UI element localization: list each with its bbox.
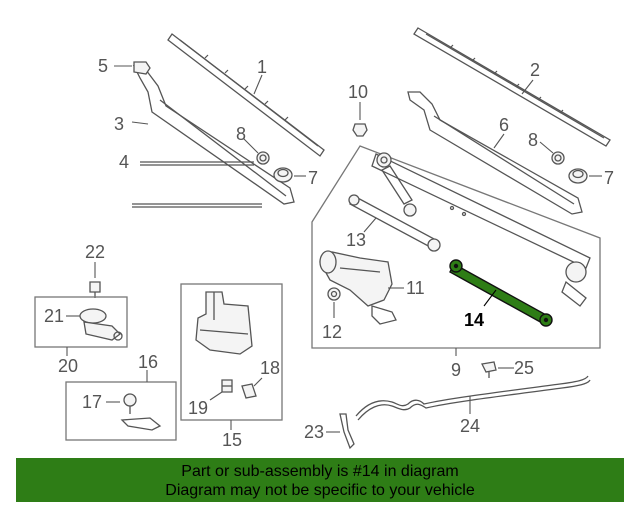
part-12-grommet[interactable] [327, 287, 341, 301]
callout-4: 4 [119, 152, 129, 172]
callout-7a: 7 [308, 168, 318, 188]
part-blade-refill [132, 203, 262, 208]
callout-5: 5 [98, 56, 108, 76]
part-13-link-rod[interactable] [348, 194, 441, 252]
callout-2: 2 [530, 60, 540, 80]
part-3-wiper-arm-left[interactable] [132, 64, 295, 205]
linkage-frame [371, 152, 591, 307]
callout-9: 9 [451, 360, 461, 380]
part-11-wiper-motor[interactable] [319, 250, 397, 325]
washer-reservoir [195, 291, 253, 355]
callout-7b: 7 [604, 168, 614, 188]
part-19-grommet[interactable] [221, 379, 233, 393]
part-22-bolt[interactable] [89, 281, 101, 298]
part-1-wiper-blade-left[interactable] [167, 33, 325, 157]
notice-line-2: Diagram may not be specific to your vehi… [165, 482, 475, 499]
callout-22: 22 [85, 242, 105, 262]
part-17-bolt[interactable] [120, 393, 162, 431]
callout-3: 3 [114, 114, 124, 134]
part-18-cap[interactable] [241, 383, 257, 399]
callout-15: 15 [222, 430, 242, 450]
part-8-nut-left[interactable] [256, 151, 270, 165]
vehicle-fit-notice: Part or sub-assembly is #14 in diagram D… [16, 458, 624, 502]
callout-8a: 8 [236, 124, 246, 144]
part-6-wiper-arm-right[interactable] [407, 91, 583, 215]
callout-16: 16 [138, 352, 158, 372]
callout-10: 10 [348, 82, 368, 102]
part-7-nut-cap-right[interactable] [568, 168, 588, 184]
part-5-cap[interactable] [133, 61, 151, 75]
notice-line-1: Part or sub-assembly is #14 in diagram [181, 463, 459, 480]
callout-20: 20 [58, 356, 78, 376]
box-20-outline [34, 296, 128, 348]
callout-8b: 8 [528, 130, 538, 150]
part-2-wiper-blade-right[interactable] [413, 27, 611, 147]
callout-18: 18 [260, 358, 280, 378]
part-24-washer-hose[interactable] [355, 375, 591, 421]
part-4-strip[interactable] [140, 161, 254, 166]
callout-21: 21 [44, 306, 64, 326]
part-7-nut-cap-left[interactable] [273, 167, 293, 183]
part-25-clip[interactable] [481, 361, 497, 378]
part-21-washer-pump[interactable] [79, 308, 123, 341]
callout-23: 23 [304, 422, 324, 442]
callout-14: 14 [464, 310, 484, 330]
callout-11: 11 [406, 278, 425, 298]
callout-6: 6 [499, 115, 509, 135]
part-14-linkage-rod-highlighted[interactable] [449, 259, 553, 327]
part-8-nut-right[interactable] [551, 151, 565, 165]
box-16-outline [65, 381, 177, 441]
callout-17: 17 [82, 392, 102, 412]
callout-25: 25 [514, 358, 534, 378]
part-10-bolt[interactable] [352, 123, 368, 137]
callout-24: 24 [460, 416, 480, 436]
callout-12: 12 [322, 322, 342, 342]
callout-13: 13 [346, 230, 366, 250]
callout-1: 1 [257, 57, 267, 77]
callout-19: 19 [188, 398, 208, 418]
part-23-nozzle[interactable] [339, 413, 355, 450]
